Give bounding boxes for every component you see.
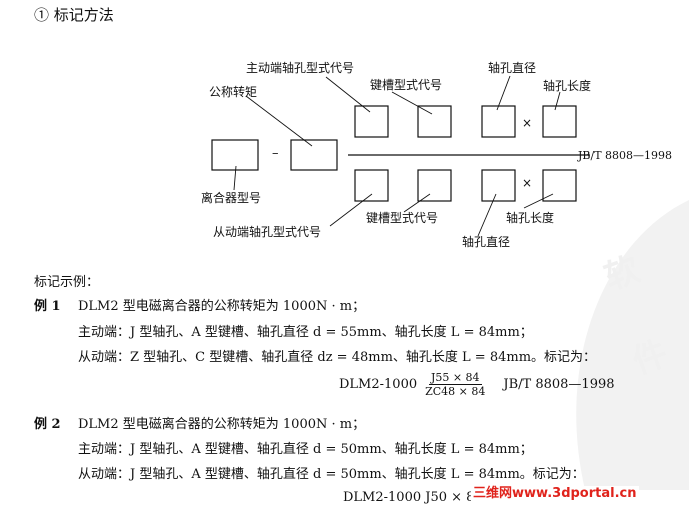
times-sign-bottom: × [522,176,533,190]
label-rated-torque: 公称转矩 [209,85,258,99]
section-heading: ① 标记方法 [34,6,114,24]
drive-bore-dia-box [481,105,516,138]
label-bore-dia-bottom: 轴孔直径 [462,235,511,249]
example-1-line-1: DLM2 型电磁离合器的公称转矩为 1000N · m； [78,299,366,314]
example-2-tag: 例 2 [34,417,61,432]
driven-bore-len-box [542,169,577,202]
driven-hole-type-box [354,169,389,202]
drive-bore-len-box [542,105,577,138]
example-2-mark-partial: DLM2-1000 J50 × 8 [343,490,475,505]
example-1-line-3: 从动端：Z 型轴孔、C 型键槽、轴孔直径 dz = 48mm、轴孔长度 L = … [78,350,597,365]
label-bore-len-bottom: 轴孔长度 [506,211,555,225]
leader-lines [233,75,561,237]
example-2-line-3: 从动端：J 型轴孔、A 型键槽、轴孔直径 d = 50mm、轴孔长度 L = 8… [78,467,585,482]
drive-hole-type-box [354,105,389,138]
example-1-line-2: 主动端：J 型轴孔、A 型键槽、轴孔直径 d = 55mm、轴孔长度 L = 8… [78,325,533,340]
label-standard-ref: JB/T 8808—1998 [578,149,673,162]
example-1-mark-numerator: J55 × 84 [428,371,482,385]
site-watermark: 三维网www.3dportal.cn [471,486,639,501]
label-clutch-model: 离合器型号 [201,191,262,205]
label-bore-dia-top: 轴孔直径 [488,61,537,75]
example-2-line-1: DLM2 型电磁离合器的公称转矩为 1000N · m； [78,417,366,432]
examples-intro: 标记示例： [34,275,100,290]
dash-separator: – [272,146,279,161]
example-1-mark-fraction: J55 × 84 ZC48 × 84 [423,372,487,397]
label-drive-hole-type: 主动端轴孔型式代号 [246,61,355,75]
label-driven-hole-type: 从动端轴孔型式代号 [213,225,322,239]
driven-keyway-type-box [417,169,452,202]
example-1-mark-denominator: ZC48 × 84 [425,385,486,398]
site-watermark-url: www.3dportal.cn [512,486,637,501]
label-bore-len-top: 轴孔长度 [543,79,592,93]
example-1-mark: DLM2-1000 J55 × 84 ZC48 × 84 JB/T 8808—1… [339,372,615,397]
rated-torque-box [290,139,338,171]
label-keyway-type-top: 键槽型式代号 [370,78,443,92]
watermark-shape [576,200,689,490]
example-2-line-2: 主动端：J 型轴孔、A 型键槽、轴孔直径 d = 50mm、轴孔长度 L = 8… [78,442,533,457]
clutch-model-box [211,139,259,171]
site-watermark-cn: 三维网 [473,486,513,501]
drive-keyway-type-box [417,105,452,138]
example-1-mark-standard: JB/T 8808—1998 [503,377,615,392]
times-sign-top: × [522,116,533,130]
driven-bore-dia-box [481,169,516,202]
label-keyway-type-bottom: 键槽型式代号 [366,211,439,225]
example-1-mark-prefix: DLM2-1000 [339,377,418,392]
marking-diagram [211,75,590,237]
example-1-tag: 例 1 [34,299,61,314]
